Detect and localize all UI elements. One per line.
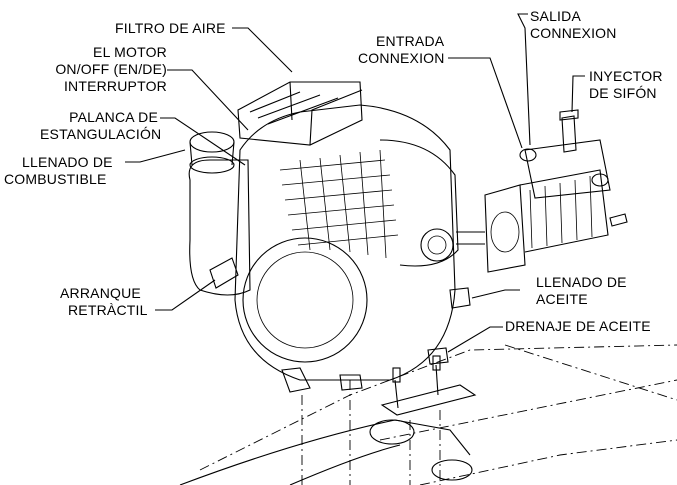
- label-injector-1: INYECTOR: [589, 68, 663, 84]
- label-outlet-2: CONNEXION: [530, 25, 617, 41]
- siphon-injector: [561, 115, 577, 153]
- frame-outline-lower: [419, 439, 677, 485]
- recoil-housing: [242, 237, 368, 363]
- engine-block: [234, 104, 456, 381]
- label-fuel-fill-1: LLENADO DE: [22, 154, 113, 170]
- oil-fill-cap: [449, 287, 471, 309]
- label-engine-switch-3: INTERRUPTOR: [63, 78, 167, 94]
- frame-outline: [199, 344, 677, 471]
- oil-drain-bolt: [427, 347, 449, 365]
- recoil-handle: [209, 257, 239, 289]
- frame-rail-left: [179, 419, 471, 485]
- label-engine-switch-1: EL MOTOR: [93, 44, 167, 60]
- label-outlet-1: SALIDA: [530, 8, 581, 24]
- pump-body: [519, 169, 609, 253]
- label-choke-2: ESTANGULACIÓN: [40, 126, 162, 142]
- label-inlet-2: CONNEXION: [358, 50, 445, 66]
- label-engine-switch-2: ON/OFF (EN/DE): [55, 61, 167, 77]
- label-oil-fill-1: LLENADO DE: [536, 274, 627, 290]
- mount-plate: [380, 384, 477, 416]
- pump-manifold: [524, 139, 611, 199]
- label-oil-fill-2: ACEITE: [536, 291, 588, 307]
- label-fuel-fill-2: COMBUSTIBLE: [4, 171, 107, 187]
- label-air-filter: FILTRO DE AIRE: [115, 20, 226, 36]
- outlet-port: [591, 173, 609, 187]
- label-choke-1: PALANCA DE: [69, 109, 158, 125]
- label-oil-drain: DRENAJE DE ACEITE: [505, 318, 651, 334]
- label-recoil-1: ARRANQUE: [60, 285, 141, 301]
- fuel-tank: [188, 159, 251, 296]
- label-injector-2: DE SIFÓN: [589, 85, 657, 101]
- inlet-port: [519, 148, 537, 162]
- label-inlet-1: ENTRADA: [376, 33, 445, 49]
- label-recoil-2: RETRÀCTIL: [68, 302, 148, 318]
- pump-flange: [484, 184, 526, 273]
